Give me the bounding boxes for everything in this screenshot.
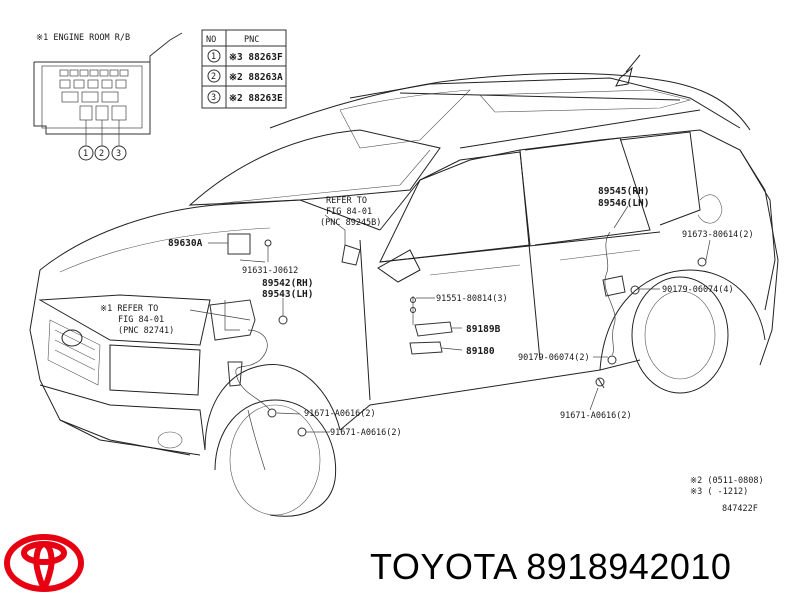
pnc-row-value: ※2 88263A bbox=[229, 72, 283, 83]
pnc-table: NO PNC 1 ※3 88263F 2 ※2 88263A 3 ※2 8826… bbox=[201, 29, 287, 109]
engine-callout-2: 2 bbox=[94, 145, 110, 161]
part-labels: REFER TO FIG 84-01 (PNC 89245B) 89630A 9… bbox=[100, 186, 754, 438]
figure-number: 847422F bbox=[722, 504, 758, 514]
label-fig-2: FIG 84-01 bbox=[118, 315, 164, 325]
leader-lines bbox=[189, 205, 711, 433]
engine-callout-3: 3 bbox=[111, 145, 127, 161]
brand-part-number: TOYOTA 8918942010 bbox=[370, 546, 732, 587]
label-89542: 89542(RH) bbox=[262, 278, 313, 289]
note-2: ※2 (0511-0808) bbox=[690, 476, 764, 486]
label-91671-c: 91671-A0616(2) bbox=[560, 411, 632, 421]
engine-room-title: ※1 ENGINE ROOM R/B bbox=[36, 33, 130, 43]
label-91671-b: 91671-A0616(2) bbox=[330, 428, 402, 438]
label-refer-to-2: ※1 REFER TO bbox=[100, 304, 158, 314]
engine-room-inset: ※1 ENGINE ROOM R/B 1 2 3 bbox=[33, 32, 183, 161]
label-91631: 91631-J0612 bbox=[242, 266, 298, 276]
fuse-grid bbox=[59, 69, 129, 121]
label-90179-a: 90179-06074(2) bbox=[518, 353, 590, 363]
label-89180: 89180 bbox=[466, 346, 495, 357]
label-pnc-ref: (PNC 89245B) bbox=[320, 218, 381, 228]
label-91671-a: 91671-A0616(2) bbox=[304, 409, 376, 419]
label-89546: 89546(LH) bbox=[598, 198, 649, 209]
pnc-row-value: ※2 88263E bbox=[229, 93, 283, 104]
sensor-89180 bbox=[409, 341, 443, 355]
svg-text:1: 1 bbox=[83, 149, 88, 159]
label-89543: 89543(LH) bbox=[262, 289, 313, 300]
pnc-row-value: ※3 88263F bbox=[229, 52, 283, 63]
engine-callout-1: 1 bbox=[78, 145, 94, 161]
note-3: ※3 ( -1212) bbox=[690, 487, 748, 497]
label-91551: 91551-80814(3) bbox=[436, 294, 508, 304]
pnc-header-no: NO bbox=[206, 35, 216, 45]
label-fig: FIG 84-01 bbox=[326, 207, 372, 217]
vehicle-outline bbox=[29, 54, 779, 517]
label-pnc-ref-2: (PNC 82741) bbox=[118, 326, 174, 336]
pnc-row-no: 2 bbox=[211, 72, 216, 82]
label-90179-b: 90179-06074(4) bbox=[662, 285, 734, 295]
pnc-row-no: 1 bbox=[211, 52, 216, 62]
label-89545: 89545(RH) bbox=[598, 186, 649, 197]
sensor-bracket-89189b bbox=[414, 321, 453, 337]
toyota-logo-icon bbox=[4, 534, 84, 592]
svg-text:2: 2 bbox=[99, 149, 104, 159]
label-89630a: 89630A bbox=[168, 238, 203, 249]
svg-text:3: 3 bbox=[116, 149, 121, 159]
footnotes: ※2 (0511-0808) ※3 ( -1212) 847422F bbox=[690, 476, 764, 514]
pnc-row-no: 3 bbox=[211, 93, 216, 103]
label-91673: 91673-80614(2) bbox=[682, 230, 754, 240]
computer-module-89630a bbox=[227, 233, 251, 255]
pnc-header-pnc: PNC bbox=[244, 35, 259, 45]
label-89189b: 89189B bbox=[466, 324, 501, 335]
parts-layer bbox=[208, 230, 707, 471]
label-refer-to: REFER TO bbox=[326, 196, 367, 206]
